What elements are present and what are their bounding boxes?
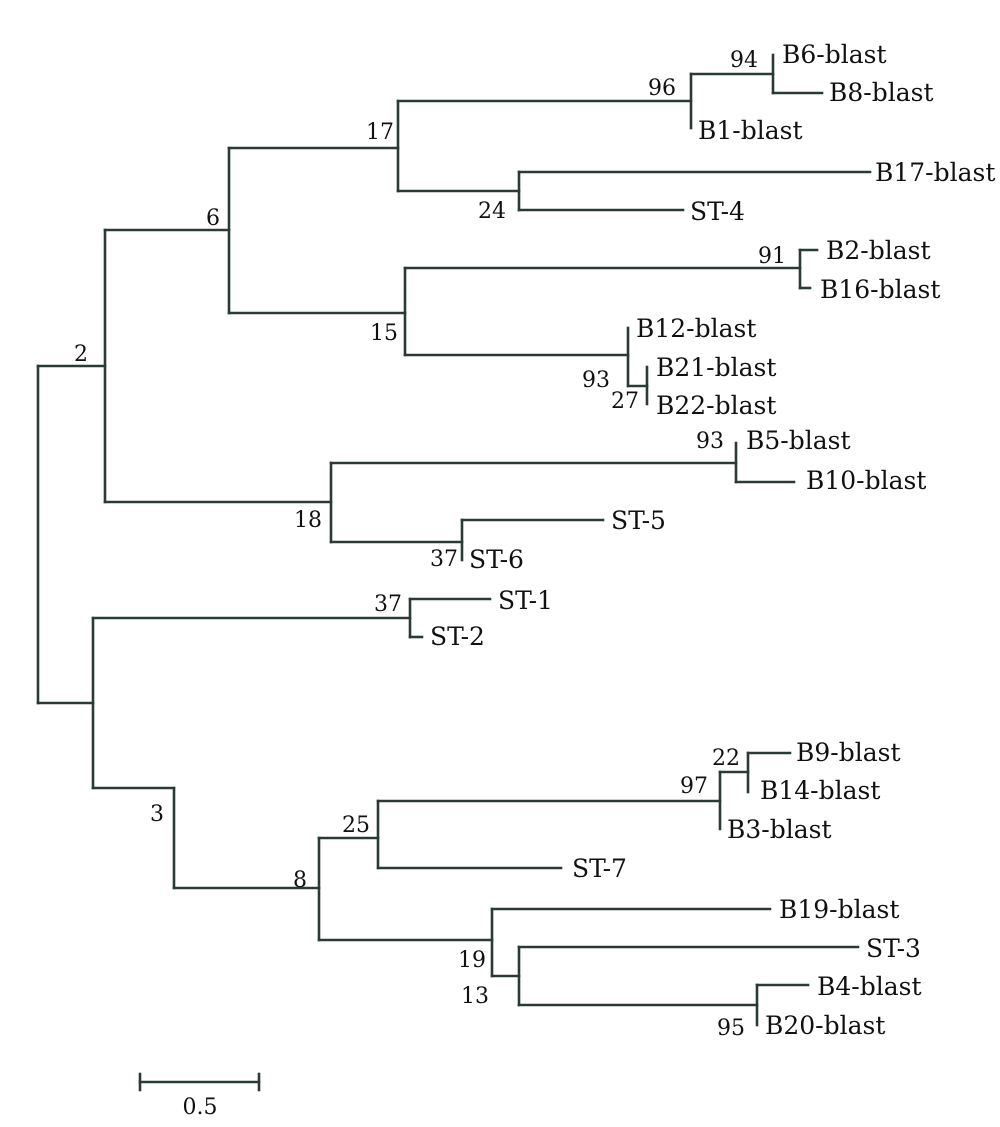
leaf-label-b22: B22-blast <box>656 391 776 420</box>
leaf-label-b14: B14-blast <box>760 776 880 805</box>
support-n9: 93 <box>582 368 610 393</box>
scale-bar: 0.5 <box>138 1072 261 1120</box>
support-n4: 96 <box>648 76 676 101</box>
leaf-label-b6: B6-blast <box>782 40 887 69</box>
leaf-label-b4: B4-blast <box>817 972 922 1001</box>
support-n20: 19 <box>458 948 486 973</box>
support-n11: 18 <box>294 508 322 533</box>
leaf-label-b20: B20-blast <box>765 1011 885 1040</box>
support-n12: 93 <box>696 429 724 454</box>
leaf-label-st3: ST-3 <box>866 934 921 963</box>
leaf-label-st6: ST-6 <box>469 545 524 574</box>
support-n10: 27 <box>611 389 639 414</box>
leaf-label-b9: B9-blast <box>796 738 901 767</box>
leaf-label-b17: B17-blast <box>875 158 995 187</box>
support-n19: 22 <box>712 746 740 771</box>
support-n18: 97 <box>680 774 708 799</box>
support-n22: 95 <box>717 1016 745 1041</box>
support-n5: 94 <box>730 48 758 73</box>
support-n2: 6 <box>206 206 220 231</box>
support-n21: 13 <box>461 984 489 1009</box>
support-n13: 37 <box>430 547 458 572</box>
leaf-label-st1: ST-1 <box>498 586 553 615</box>
support-n3: 17 <box>366 120 394 145</box>
leaf-label-b2: B2-blast <box>826 236 931 265</box>
support-n16: 8 <box>293 868 307 893</box>
leaf-label-b5: B5-blast <box>746 426 851 455</box>
leaf-label-st4: ST-4 <box>690 197 745 226</box>
scale-bar-label: 0.5 <box>183 1095 218 1120</box>
leaf-label-b3: B3-blast <box>727 815 832 844</box>
leaf-label-b16: B16-blast <box>820 275 940 304</box>
leaf-label-b10: B10-blast <box>806 466 926 495</box>
leaf-label-b8: B8-blast <box>829 78 934 107</box>
tree-branches <box>36 53 872 1027</box>
leaf-label-st2: ST-2 <box>430 622 485 651</box>
leaf-label-b12: B12-blast <box>636 314 756 343</box>
support-n8: 91 <box>758 244 786 269</box>
support-n15: 3 <box>150 802 164 827</box>
support-n1: 2 <box>74 342 88 367</box>
leaf-label-b19: B19-blast <box>779 895 899 924</box>
leaf-label-b1: B1-blast <box>698 116 803 145</box>
leaf-label-b21: B21-blast <box>656 353 776 382</box>
support-n6: 24 <box>478 199 506 224</box>
support-n7: 15 <box>370 321 398 346</box>
leaf-label-st5: ST-5 <box>611 506 666 535</box>
leaf-label-st7: ST-7 <box>572 854 627 883</box>
support-n17: 25 <box>342 813 370 838</box>
support-n14: 37 <box>374 592 402 617</box>
